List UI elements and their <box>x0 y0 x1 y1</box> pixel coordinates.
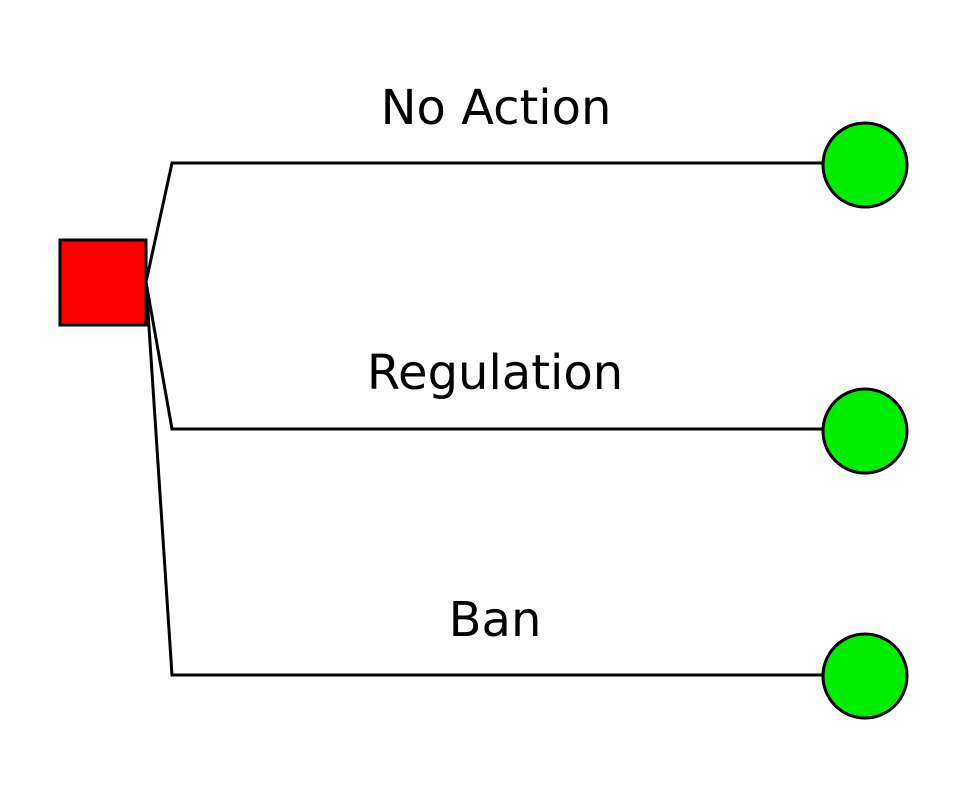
chance-node-no-action <box>821 121 909 209</box>
branch-line-regulation <box>144 281 822 431</box>
branch-label-ban: Ban <box>449 592 542 648</box>
chance-node-ban <box>821 632 909 720</box>
chance-node-regulation <box>821 387 909 475</box>
branch-label-no-action: No Action <box>381 80 612 136</box>
branch-no-action: No Action <box>144 80 909 283</box>
branch-line-no-action <box>144 161 822 283</box>
branch-ban: Ban <box>144 281 909 720</box>
branch-label-regulation: Regulation <box>367 345 623 401</box>
branch-line-ban <box>144 281 822 677</box>
decision-node <box>58 238 148 327</box>
branch-regulation: Regulation <box>144 281 909 475</box>
